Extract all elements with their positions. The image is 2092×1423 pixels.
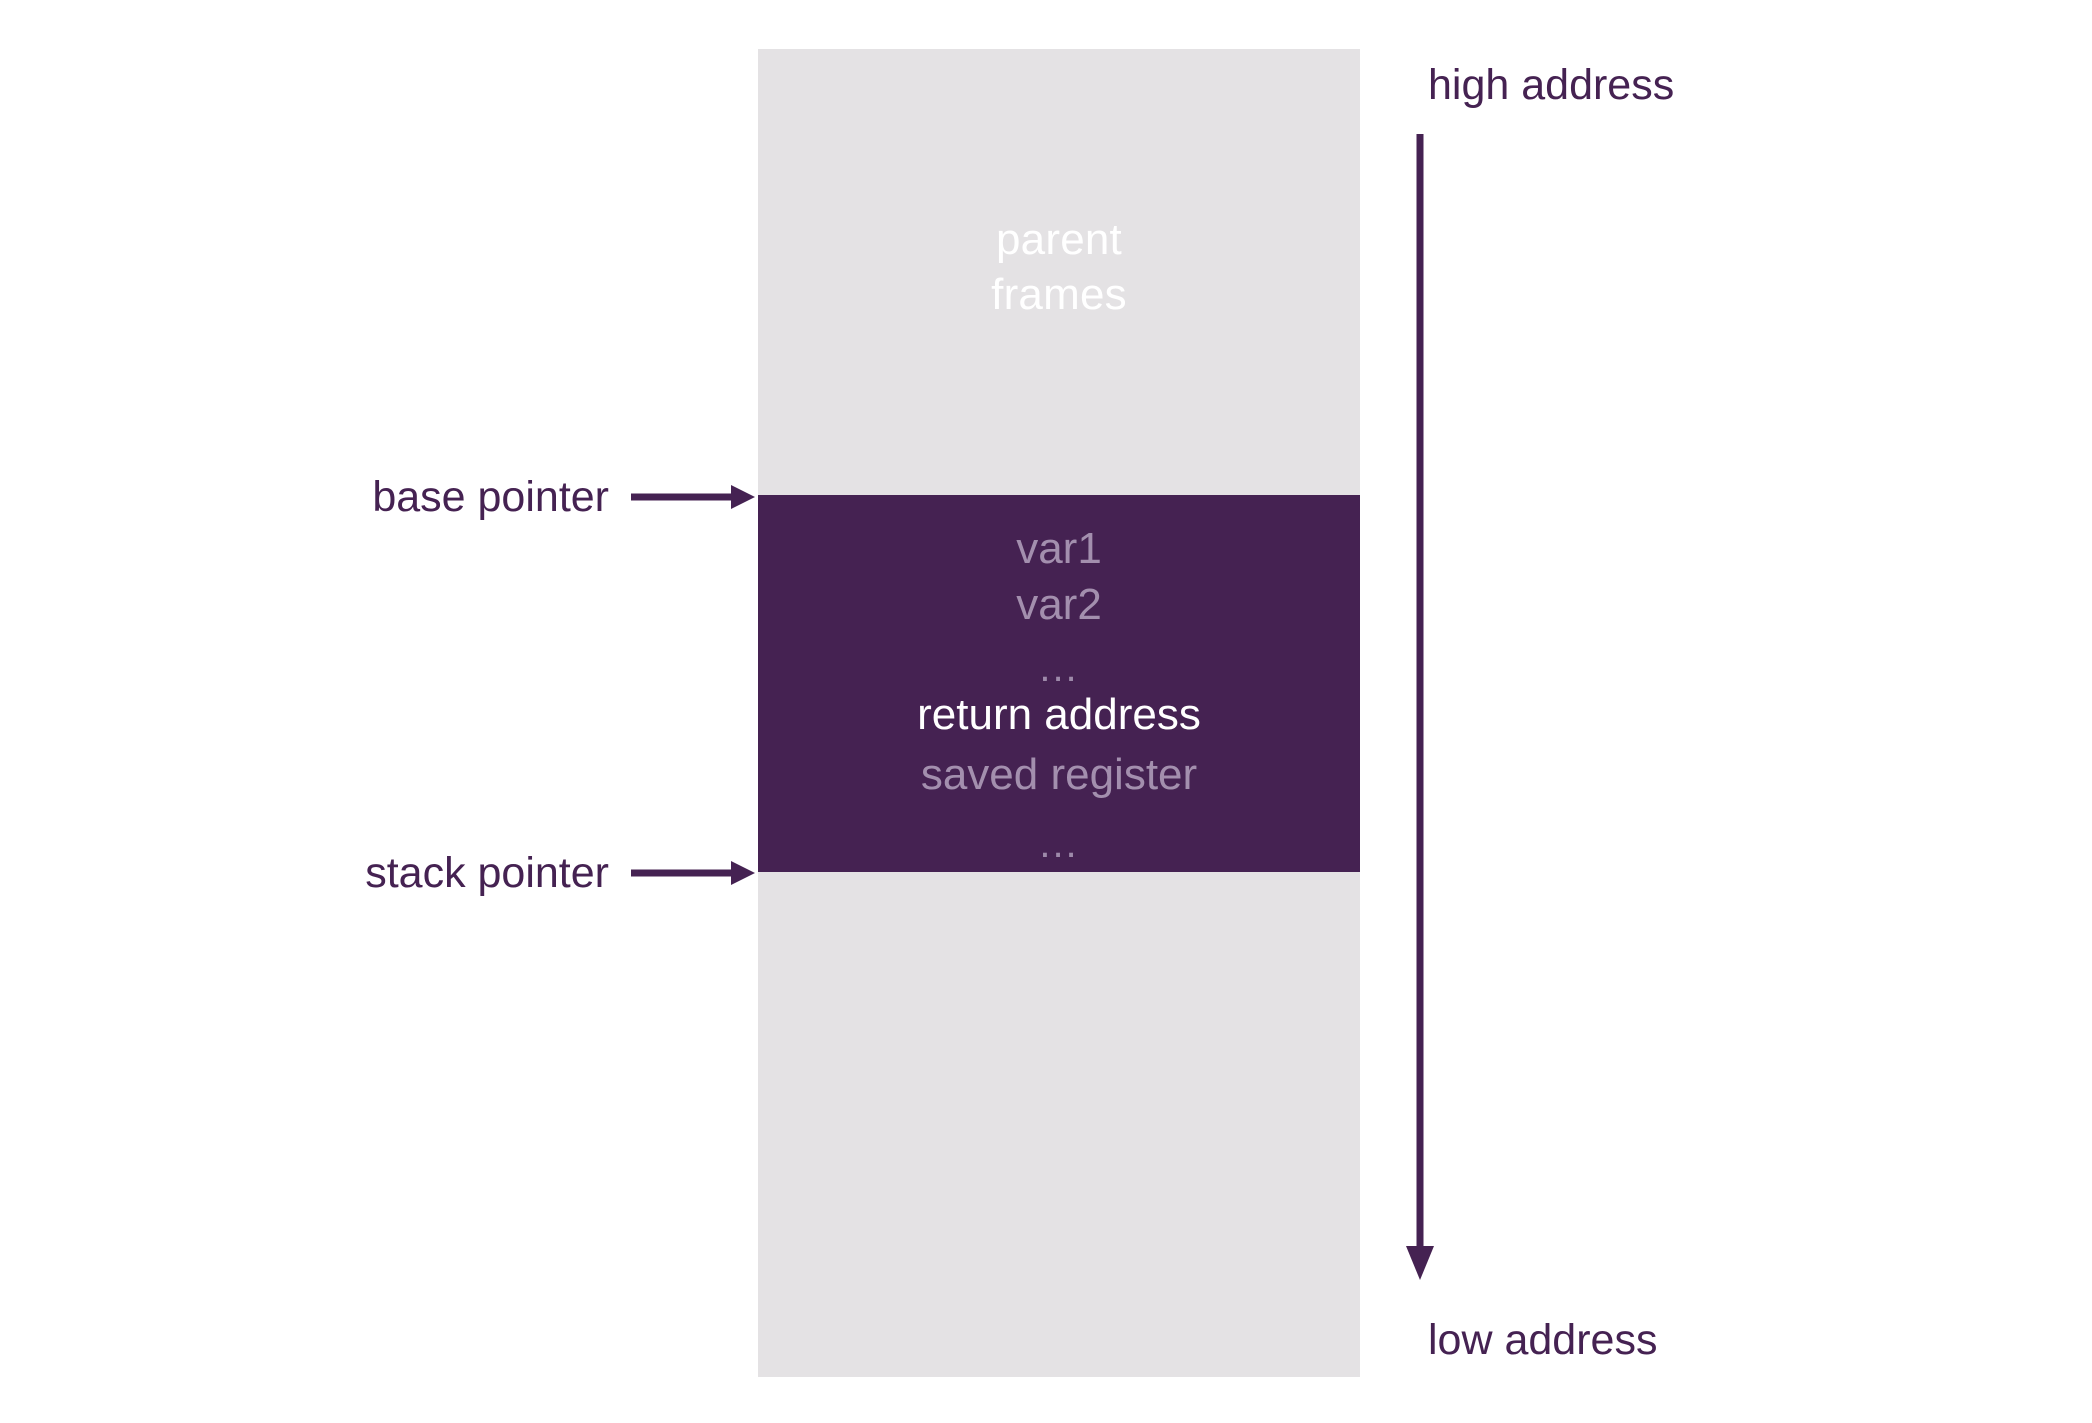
frame-slot-ellipsis-upper: ... [1039,646,1079,690]
high-address-label: high address [1428,61,1675,109]
current-frame-slot-list: var1 var2 ... return address saved regis… [758,495,1360,872]
frame-slot-return-address: return address [917,690,1201,739]
frame-slot-ellipsis-lower: ... [1039,822,1079,866]
frame-slot-saved-register: saved register [920,750,1198,799]
parent-frames-label: parent frames [991,215,1127,319]
right-arrow-icon [631,861,755,885]
base-pointer-label: base pointer [372,473,609,521]
base-pointer-annotation: base pointer [250,469,755,525]
stack-pointer-annotation: stack pointer [250,845,755,901]
down-arrow-icon [1406,134,1434,1280]
frame-slot-var2: var2 [1016,580,1102,629]
low-address-label: low address [1428,1316,1658,1364]
stack-pointer-label: stack pointer [365,849,609,897]
frame-slot-var1: var1 [1016,524,1102,573]
right-arrow-icon [631,485,755,509]
current-stack-frame-block [758,495,1360,872]
